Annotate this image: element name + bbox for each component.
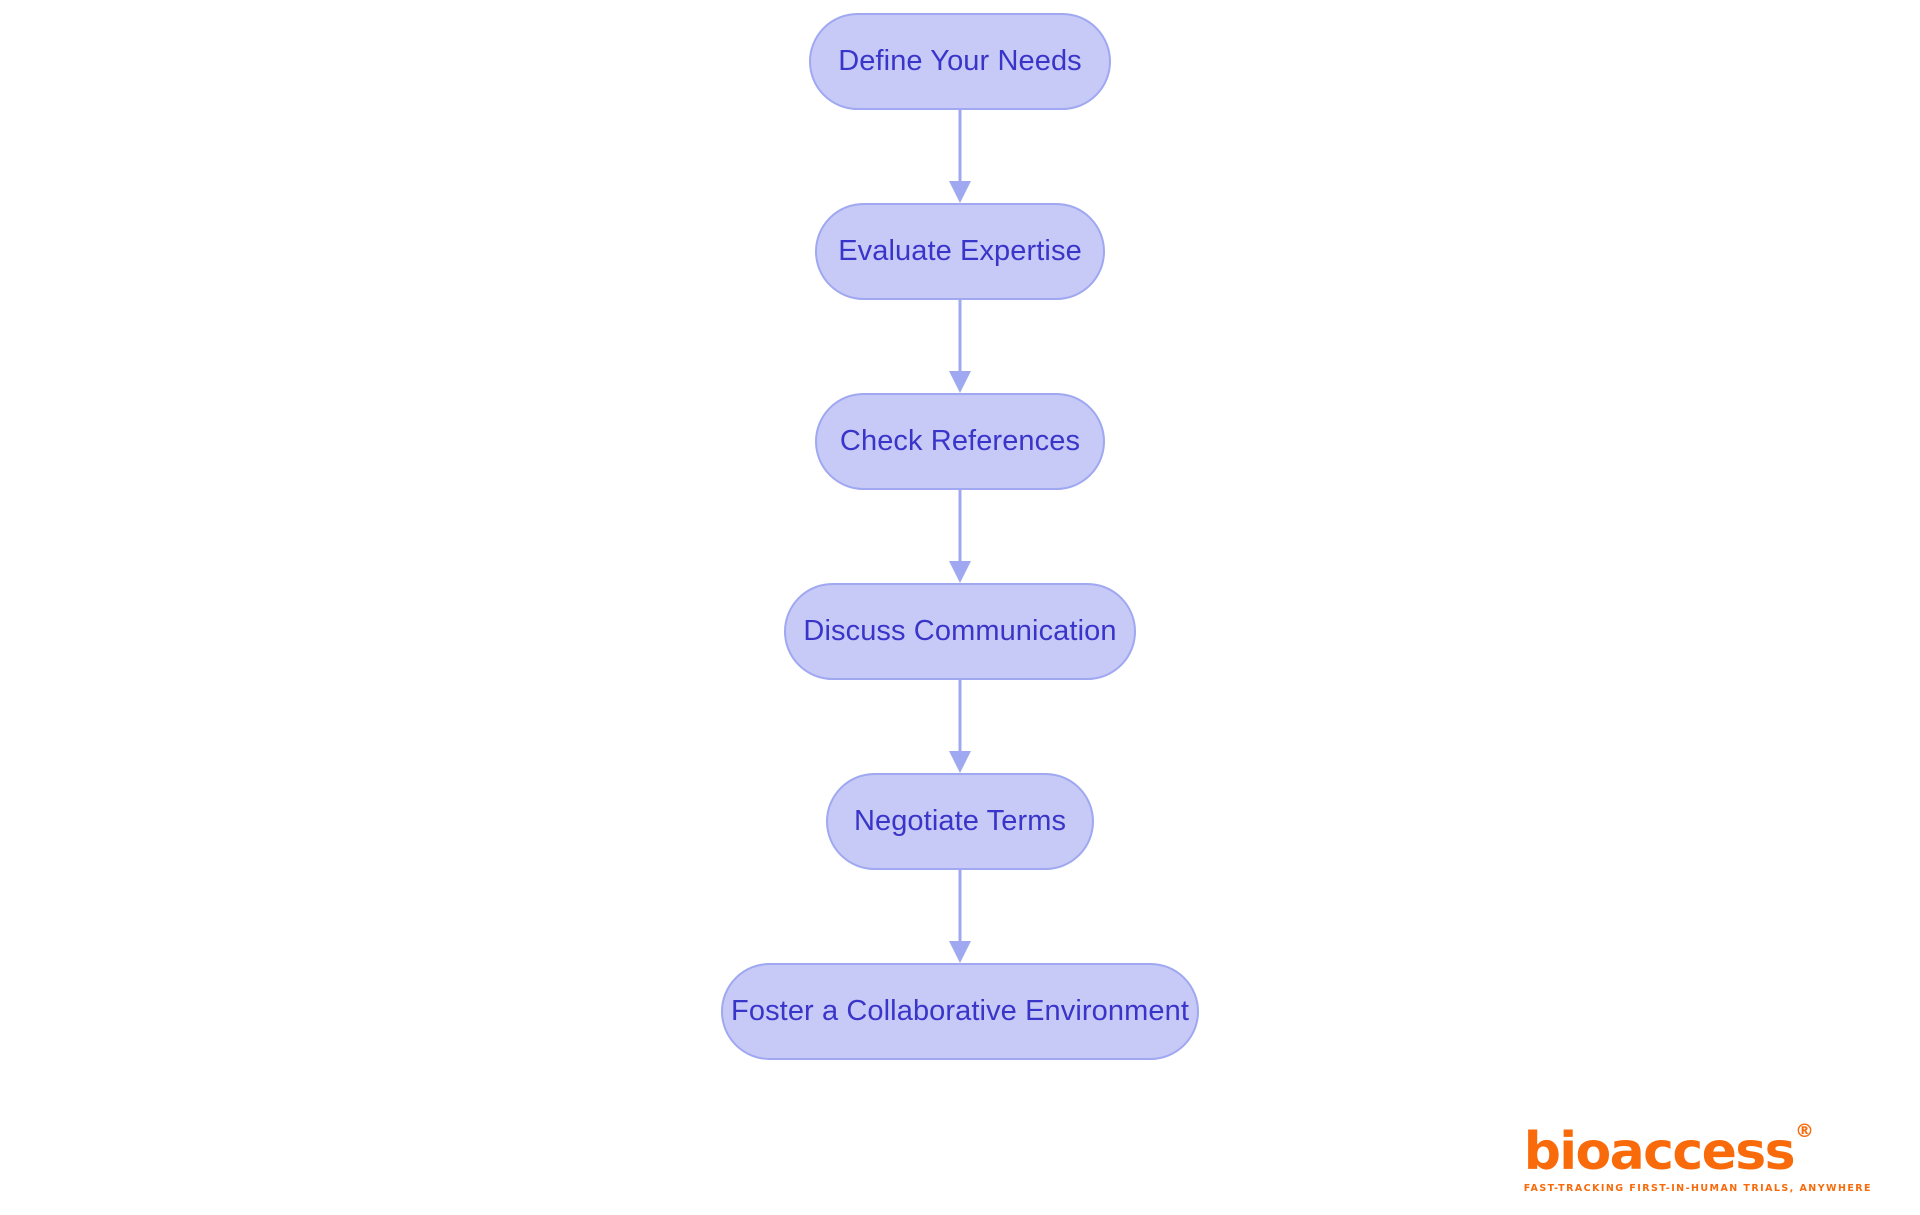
flow-edge-n2-to-n3 — [940, 300, 980, 393]
flow-node-label: Define Your Needs — [838, 45, 1082, 77]
flow-edge-n1-to-n2 — [940, 110, 980, 203]
flow-node-label: Negotiate Terms — [853, 805, 1067, 837]
brand-wordmark-text: bioaccess — [1523, 1121, 1796, 1182]
brand-wordmark: bioaccess® — [1524, 1121, 1814, 1178]
flow-node-label: Discuss Communication — [803, 615, 1117, 647]
brand-tagline: FAST-TRACKING FIRST-IN-HUMAN TRIALS, ANY… — [1523, 1182, 1872, 1194]
flow-edge-n3-to-n4 — [940, 490, 980, 583]
flow-edge-n4-to-n5 — [940, 680, 980, 773]
flow-edge-n5-to-n6 — [940, 870, 980, 963]
flowchart-node-column: Define Your Needs Evaluate Expertise Che… — [0, 13, 1920, 1060]
flow-node-negotiate-terms[interactable]: Negotiate Terms — [826, 773, 1094, 870]
flow-node-discuss-communication[interactable]: Discuss Communication — [784, 583, 1136, 680]
flow-node-label: Evaluate Expertise — [838, 235, 1082, 267]
flow-node-foster-a-collaborative-environment[interactable]: Foster a Collaborative Environment — [721, 963, 1199, 1060]
flow-node-define-your-needs[interactable]: Define Your Needs — [809, 13, 1111, 110]
flow-node-check-references[interactable]: Check References — [815, 393, 1105, 490]
flow-node-label: Foster a Collaborative Environment — [731, 995, 1189, 1027]
flow-node-evaluate-expertise[interactable]: Evaluate Expertise — [815, 203, 1105, 300]
bioaccess-logo: bioaccess® FAST-TRACKING FIRST-IN-HUMAN … — [1523, 1121, 1872, 1194]
registered-trademark-icon: ® — [1794, 1119, 1814, 1142]
flow-node-label: Check References — [839, 425, 1081, 457]
